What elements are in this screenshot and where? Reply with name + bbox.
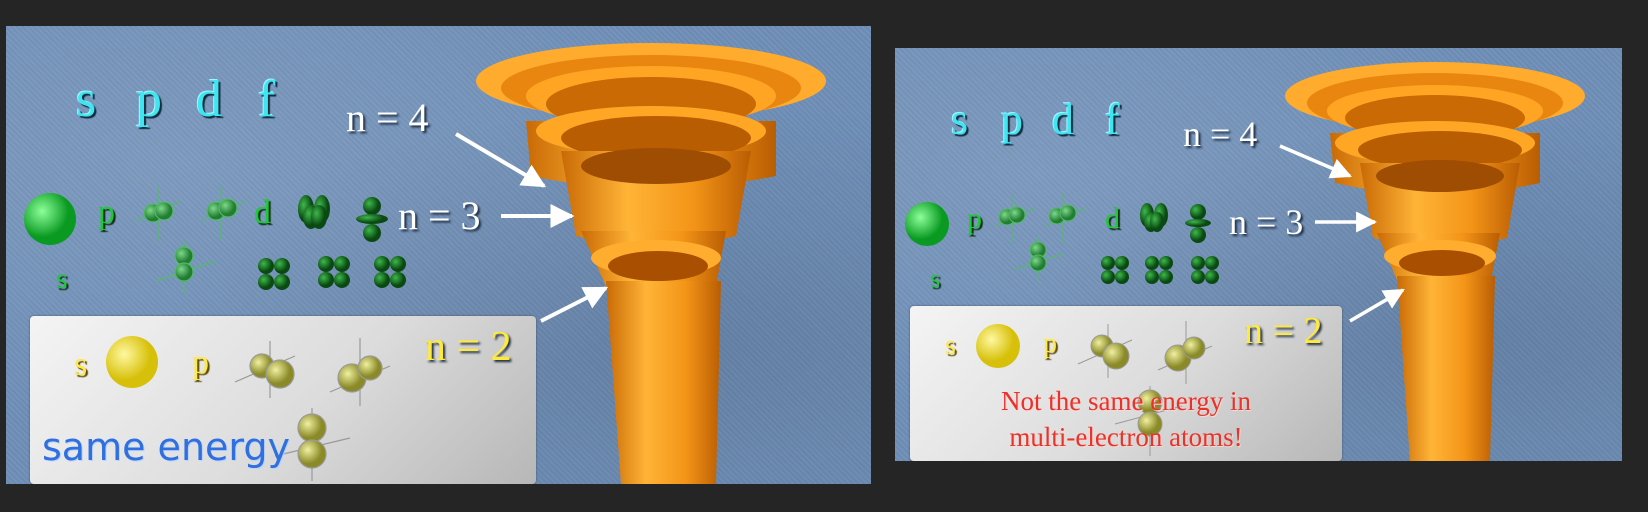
s-orbital-yellow	[106, 336, 158, 388]
label-s-yellow-right: s	[945, 330, 956, 361]
orbital-letter-s: s	[76, 71, 97, 128]
orbital-letter-f-right: f	[1105, 95, 1120, 144]
label-n4: n = 4	[346, 95, 429, 140]
label-d-green-right: d	[1105, 202, 1120, 235]
energy-funnel	[476, 43, 826, 484]
label-n2-right: n = 2	[1244, 310, 1323, 352]
n2-orbital-box: s p n = 2 same energy	[30, 316, 536, 484]
label-n3-right: n = 3	[1229, 202, 1304, 242]
label-s-green-right: s	[930, 264, 941, 293]
energy-funnel-right	[1285, 62, 1585, 461]
s-orbital-yellow-right	[976, 324, 1020, 368]
p-orbitals-green	[135, 186, 247, 294]
s-orbital-green-right	[905, 202, 949, 246]
label-s-yellow: s	[74, 346, 88, 383]
label-p-green: p	[98, 194, 115, 231]
s-orbital-green	[24, 193, 76, 245]
label-n4-right: n = 4	[1183, 114, 1258, 154]
arrow-n4	[454, 132, 547, 188]
orbital-letter-f: f	[258, 71, 276, 128]
label-p-yellow: p	[192, 344, 209, 381]
orbital-letter-s-right: s	[951, 95, 969, 144]
label-d-green: d	[254, 194, 271, 231]
caption-same-energy: same energy	[42, 425, 290, 469]
n2-orbitals	[106, 336, 391, 481]
funnel-diagram-right	[905, 62, 1585, 461]
orbital-letter-p: p	[136, 71, 162, 128]
caption-not-same-line1: Not the same energy in	[1001, 386, 1251, 416]
label-s-green: s	[56, 262, 68, 295]
p-orbitals-green-right	[994, 193, 1086, 280]
d-orbitals-green-right	[1101, 203, 1219, 284]
label-p-green-right: p	[967, 202, 982, 235]
label-n2: n = 2	[425, 324, 512, 370]
label-n3: n = 3	[398, 193, 481, 238]
arrow-n4-right	[1279, 144, 1352, 179]
n2-orbital-box-right: s p n = 2 Not the same energy in multi-e…	[910, 306, 1342, 461]
d-orbitals-green	[258, 195, 406, 290]
orbital-letter-p-right: p	[1001, 95, 1023, 144]
orbital-letter-d-right: d	[1052, 95, 1074, 144]
n2-orbitals-right	[976, 321, 1213, 456]
arrow-n2-right	[1349, 288, 1405, 323]
slide-right: s p d f n = 4 n = 3 p d s s p n = 2 Not …	[895, 48, 1622, 461]
orbital-letter-d: d	[196, 71, 222, 128]
funnel-diagram	[24, 43, 826, 484]
arrow-n2	[540, 286, 609, 323]
slide-left: s p d f n = 4 n = 3 p d s s p n = 2 same…	[6, 26, 871, 484]
label-p-yellow-right: p	[1043, 328, 1057, 359]
caption-not-same-line2: multi-electron atoms!	[1009, 422, 1243, 452]
